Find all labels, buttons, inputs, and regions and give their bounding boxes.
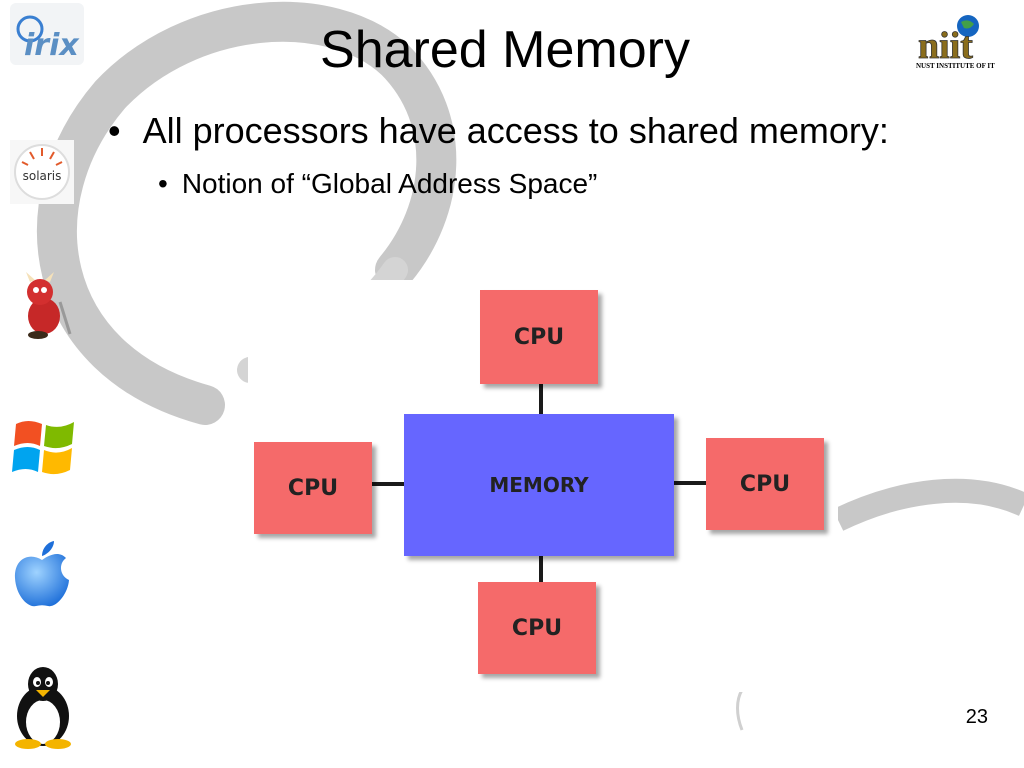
- niit-logo: niit NUST INSTITUTE OF IT: [914, 12, 1014, 74]
- linux-tux-logo: [8, 664, 78, 750]
- connector-top: [539, 384, 543, 414]
- solaris-logo: solaris: [10, 140, 74, 204]
- bullet-symbol: •: [108, 110, 121, 151]
- connector-right: [674, 481, 706, 485]
- shared-memory-diagram: CPU MEMORY CPU CPU CPU: [248, 280, 838, 692]
- bullet-text: Notion of “Global Address Space”: [181, 168, 598, 199]
- bsd-daemon-logo: [10, 272, 78, 340]
- windows-logo: [10, 416, 78, 480]
- slide-title: Shared Memory: [320, 21, 690, 79]
- svg-text:solaris: solaris: [23, 169, 62, 183]
- cpu-box-right: CPU: [706, 438, 824, 530]
- connector-bottom: [539, 556, 543, 582]
- cpu-box-top: CPU: [480, 290, 598, 384]
- page-number: 23: [965, 706, 988, 728]
- svg-text:irix: irix: [24, 28, 80, 63]
- cpu-box-left: CPU: [254, 442, 372, 534]
- bullet-symbol: •: [158, 168, 168, 199]
- apple-logo: [12, 538, 72, 610]
- memory-box: MEMORY: [404, 414, 674, 556]
- cpu-box-bottom: CPU: [478, 582, 596, 674]
- irix-logo: irix: [10, 3, 84, 65]
- bullet-level1: • All processors have access to shared me…: [108, 110, 889, 152]
- connector-left: [372, 482, 404, 486]
- svg-text:niit: niit: [918, 25, 973, 62]
- niit-caption: NUST INSTITUTE OF IT: [916, 62, 995, 70]
- bullet-level2: • Notion of “Global Address Space”: [158, 168, 597, 200]
- bullet-text: All processors have access to shared mem…: [142, 110, 889, 151]
